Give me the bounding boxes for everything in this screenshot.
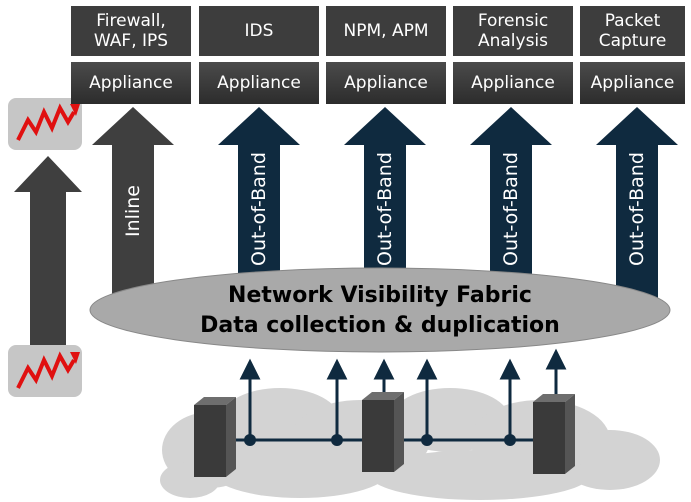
traffic-icon-top [8,98,82,150]
network-switch-left [194,397,236,477]
tool-label-firewall: Firewall, WAF, IPS [71,6,191,56]
tool-label-forensic: Forensic Analysis [453,6,573,56]
network-switch-right [533,394,575,474]
traffic-icon-bottom [8,345,82,397]
tool-label-packet-capture: Packet Capture [580,6,685,56]
tap-nodes [244,434,516,446]
fabric-ellipse [89,267,671,353]
arrow-label-packet-capture: Out-of-Band [626,152,648,266]
arrow-oob-forensic [470,107,552,300]
tool-label-npm-apm: NPM, APM [326,6,446,56]
arrow-label-npm-apm: Out-of-Band [374,152,396,266]
left-traffic-arrow [14,156,82,350]
appliance-label-npm-apm: Appliance [326,62,446,104]
arrow-oob-ids [218,107,300,300]
tap-arrows [239,348,567,440]
fabric-title: Network Visibility Fabric [228,283,532,308]
arrow-oob-npm [344,107,426,300]
appliance-label-firewall: Appliance [71,62,191,104]
fabric-subtitle: Data collection & duplication [200,313,560,338]
appliance-label-forensic: Appliance [453,62,573,104]
arrow-label-inline: Inline [122,185,144,237]
arrow-label-forensic: Out-of-Band [500,152,522,266]
network-switch-center [362,392,404,472]
appliance-label-packet-capture: Appliance [580,62,685,104]
arrow-oob-capture [596,107,678,300]
arrow-inline [92,107,174,300]
appliance-label-ids: Appliance [199,62,319,104]
arrow-label-ids: Out-of-Band [248,152,270,266]
tool-label-ids: IDS [199,6,319,56]
